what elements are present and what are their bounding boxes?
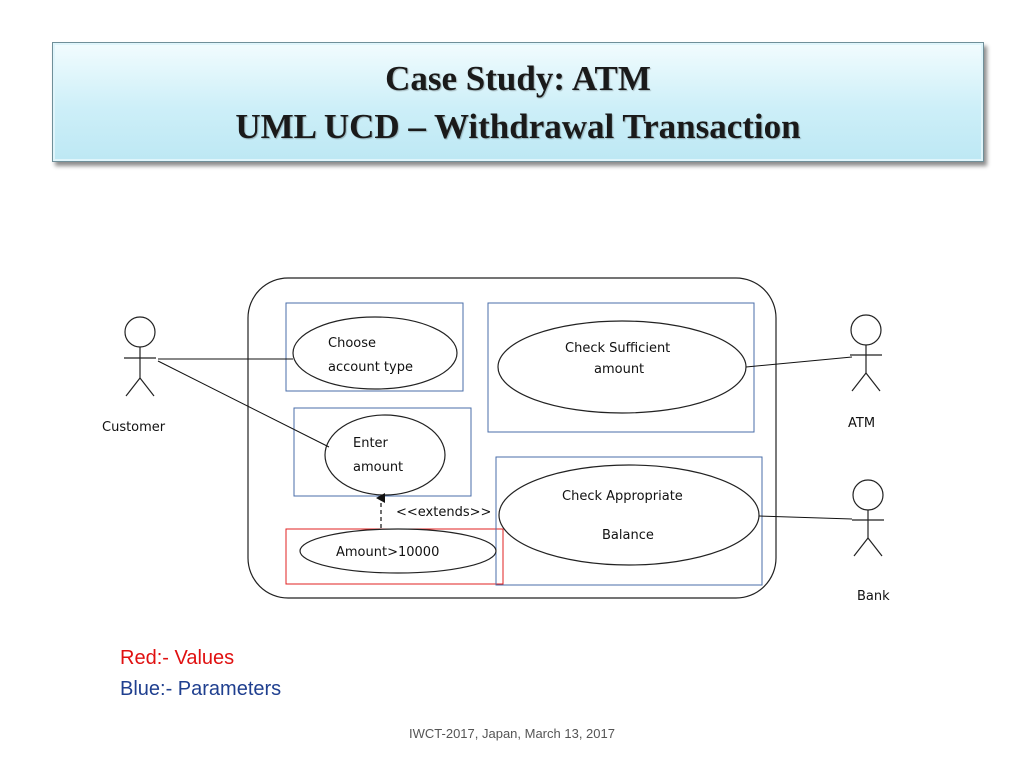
use-case-check-balance-label-1: Check Appropriate [562, 489, 683, 504]
use-case-check-sufficient-label-2: amount [594, 362, 644, 377]
use-case-check-sufficient-label-1: Check Sufficient [565, 341, 670, 356]
atm-actor-icon [850, 314, 882, 392]
use-case-choose-account-label-2: account type [328, 360, 413, 375]
customer-actor-icon [124, 316, 156, 397]
customer-actor-label: Customer [102, 420, 166, 435]
parameter-box-check-sufficient [487, 302, 755, 433]
bank-actor-icon [852, 479, 884, 557]
atm-actor-label: ATM [848, 416, 875, 431]
use-case-enter-amount-label-1: Enter [353, 436, 389, 451]
legend-blue-parameters: Blue:- Parameters [120, 678, 282, 700]
legend: Red:- Values Blue:- Parameters [120, 643, 281, 705]
legend-red-values: Red:- Values [120, 647, 235, 669]
association-customer-enter-amount [157, 360, 330, 448]
use-case-amount-limit-label: Amount>10000 [336, 545, 439, 560]
bank-actor-label: Bank [857, 589, 890, 604]
slide-title-line-1: Case Study: ATM [385, 59, 651, 98]
system-boundary [247, 277, 777, 599]
slide-title-line-2: UML UCD – Withdrawal Transaction [235, 107, 801, 146]
parameter-box-check-balance [495, 456, 763, 586]
use-case-check-balance-label-2: Balance [602, 528, 654, 543]
association-atm-check-sufficient [745, 356, 853, 368]
parameter-box-choose-account [285, 302, 464, 392]
use-case-amount-limit [299, 528, 497, 574]
use-case-check-balance [498, 464, 760, 566]
use-case-enter-amount-label-2: amount [353, 460, 403, 475]
use-case-choose-account-label-1: Choose [328, 336, 376, 351]
association-bank-check-balance [758, 515, 853, 520]
slide-title-box: Case Study: ATM UML UCD – Withdrawal Tra… [52, 42, 984, 162]
use-case-enter-amount [324, 414, 446, 496]
extends-label: <<extends>> [396, 505, 491, 520]
use-case-choose-account [292, 316, 458, 390]
slide-footer: IWCT-2017, Japan, March 13, 2017 [409, 726, 615, 741]
